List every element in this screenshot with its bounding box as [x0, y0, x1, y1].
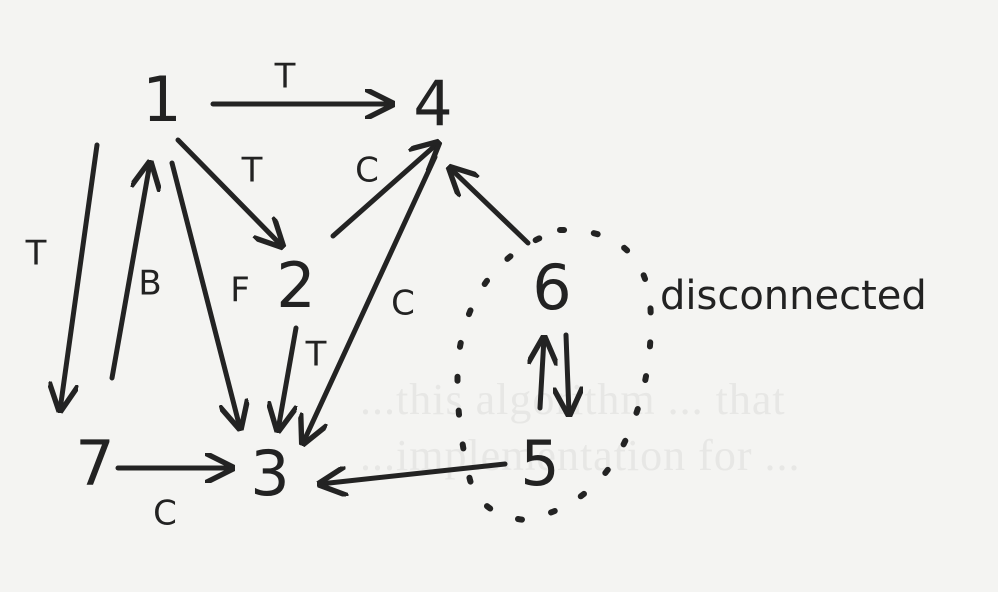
- node-6: 6: [532, 251, 571, 324]
- node-4: 4: [413, 67, 452, 140]
- edge-label-4-3: C: [391, 284, 415, 324]
- edge-5-to-3: [320, 461, 508, 484]
- edge-6-to-4: [450, 168, 531, 246]
- edge-2-to-4: [330, 143, 438, 239]
- edge-5-to-6: [540, 338, 544, 411]
- edge-4-to-3: [303, 154, 438, 443]
- edge-2-to-3: [278, 325, 299, 430]
- node-3: 3: [250, 437, 289, 510]
- edge-label-1-2: T: [241, 151, 263, 191]
- disconnected-component-boundary: [454, 226, 654, 524]
- edge-1-to-3: [169, 160, 240, 428]
- edge-7-to-1: [109, 163, 150, 381]
- disconnected-annotation: disconnected: [660, 273, 927, 319]
- edge-1-to-7: [60, 142, 100, 410]
- edge-label-2-3: T: [305, 335, 327, 375]
- edge-label-7-1: B: [138, 264, 161, 304]
- node-2: 2: [276, 249, 315, 322]
- node-7: 7: [75, 427, 114, 500]
- edge-label-7-3: C: [153, 494, 177, 534]
- edge-label-1-7: T: [25, 234, 47, 274]
- edge-1-to-2: [175, 137, 282, 246]
- node-1: 1: [142, 63, 181, 136]
- edge-label-2-4: C: [355, 151, 379, 191]
- edge-label-1-3: F: [230, 271, 250, 311]
- node-5: 5: [520, 427, 559, 500]
- edge-6-to-5: [566, 332, 569, 414]
- edge-label-1-4: T: [274, 57, 296, 97]
